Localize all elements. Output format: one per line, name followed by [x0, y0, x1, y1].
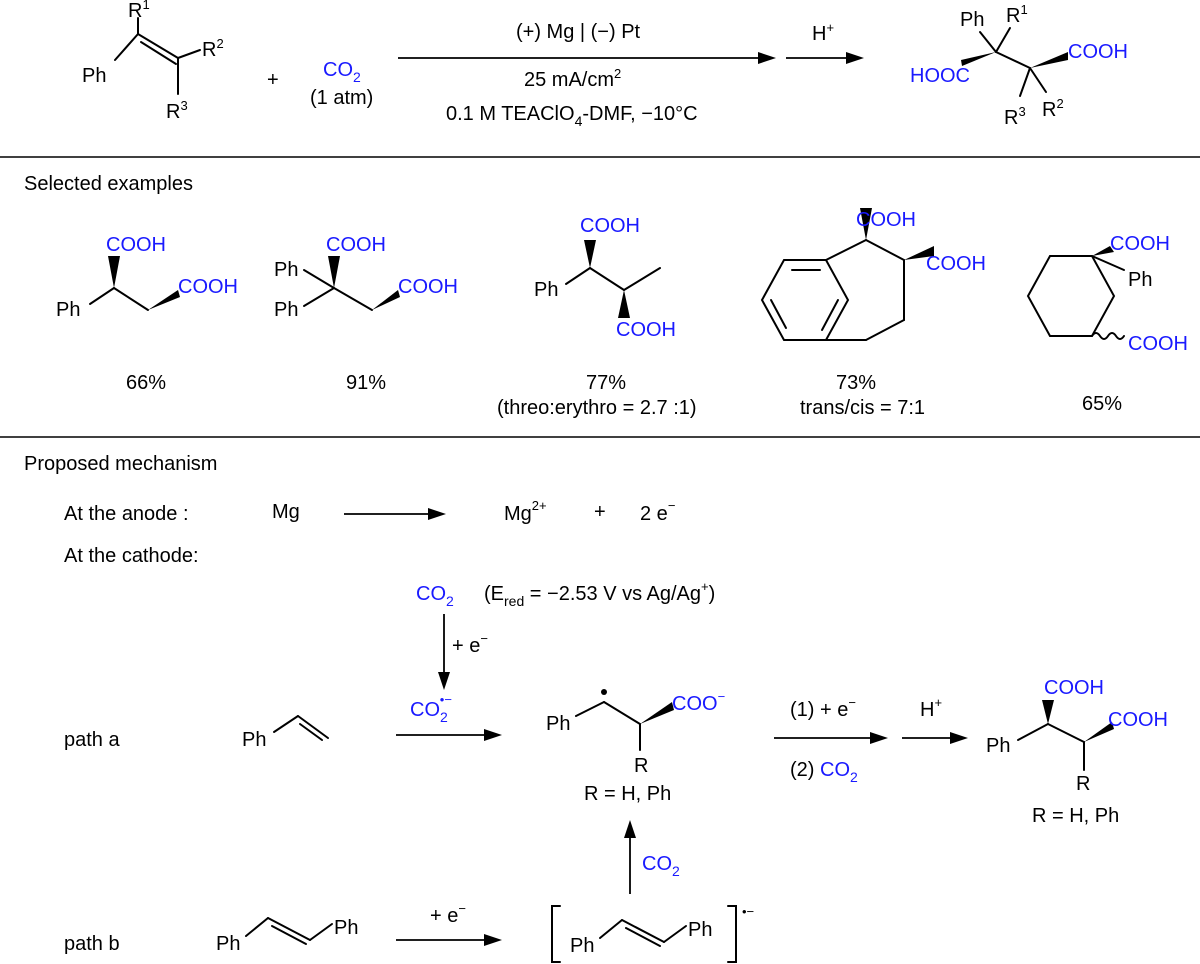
svg-text:COOH: COOH — [1110, 233, 1170, 255]
substrate-r2: R2 — [202, 36, 224, 61]
svg-text:Ph: Ph — [570, 935, 594, 957]
svg-text:Ph: Ph — [1128, 269, 1152, 291]
yield-1: 66% — [126, 372, 166, 394]
svg-text:R1: R1 — [1006, 2, 1028, 27]
svg-text:Ph: Ph — [274, 299, 298, 321]
svg-text:Ph: Ph — [242, 729, 266, 751]
co2-radical-anion: CO2•− — [410, 692, 452, 725]
final-product: COOH Ph COOH R R = H, Ph — [986, 677, 1168, 827]
svg-text:2 e−: 2 e− — [640, 498, 675, 525]
co2-reduction: CO2 (Ered = −2.53 V vs Ag/Ag+) + e− CO2•… — [410, 579, 715, 725]
yield-5: 65% — [1082, 393, 1122, 415]
svg-text:COOH: COOH — [616, 319, 676, 341]
svg-text:COOH: COOH — [398, 276, 458, 298]
plus-sign: + — [267, 69, 279, 91]
ratio-note-3: (threo:erythro = 2.7 :1) — [497, 397, 697, 419]
svg-text:COOH: COOH — [580, 215, 640, 237]
svg-text:Mg: Mg — [272, 501, 300, 523]
svg-text:Ph: Ph — [986, 735, 1010, 757]
co2-formula: CO2 — [323, 59, 361, 85]
svg-text:H+: H+ — [920, 695, 942, 721]
svg-text:Ph: Ph — [274, 259, 298, 281]
acid-workup-arrow: H+ — [786, 20, 864, 64]
svg-text:COOH: COOH — [106, 234, 166, 256]
ratio-note-4: trans/cis = 7:1 — [800, 397, 925, 419]
svg-text:Ph: Ph — [56, 299, 80, 321]
substrate-ph: Ph — [82, 65, 106, 87]
svg-text:COOH: COOH — [1108, 709, 1168, 731]
svg-text:CO2: CO2 — [642, 853, 680, 879]
svg-text:R: R — [1076, 773, 1090, 795]
arrow-acid-2: H+ — [902, 695, 968, 744]
svg-text:+ e−: + e− — [430, 901, 466, 927]
product-diacid: Ph R1 HOOC COOH R3 R2 — [910, 2, 1128, 129]
conditions-arrow: (+) Mg | (−) Pt 25 mA/cm2 0.1 M TEAClO4-… — [398, 21, 776, 129]
anode-equation: At the anode : Mg Mg2+ + 2 e− — [64, 498, 675, 525]
arrow-steps-1-2: (1) + e− (2) CO2 — [774, 695, 888, 785]
current-density: 25 mA/cm2 — [524, 66, 621, 91]
svg-text:•−: •− — [742, 904, 754, 919]
yield-4: 73% — [836, 372, 876, 394]
svg-text:+ e−: + e− — [452, 631, 488, 657]
svg-text:COOH: COOH — [1128, 333, 1188, 355]
svg-text:COOH: COOH — [926, 253, 986, 275]
svg-text:Ph: Ph — [960, 9, 984, 31]
stilbene-radical-anion: Ph Ph •− — [551, 904, 754, 963]
co2-pressure: (1 atm) — [310, 87, 373, 109]
example-5: COOH Ph COOH 65% — [1026, 233, 1188, 415]
svg-text:R3: R3 — [1004, 104, 1026, 129]
svg-text:At the anode :: At the anode : — [64, 503, 189, 525]
svg-text:CO2: CO2 — [416, 583, 454, 609]
r-definition-product: R = H, Ph — [1032, 805, 1119, 827]
examples-title: Selected examples — [24, 173, 193, 195]
substrate-r1: R1 — [128, 0, 150, 22]
svg-text:(1) + e−: (1) + e− — [790, 695, 856, 721]
r-definition-intermediate: R = H, Ph — [584, 783, 671, 805]
svg-text:COOH: COOH — [326, 234, 386, 256]
svg-text:(2) CO2: (2) CO2 — [790, 759, 858, 785]
svg-text:R2: R2 — [1042, 96, 1064, 121]
svg-text:Ph: Ph — [334, 917, 358, 939]
example-4: COOH COOH 73% trans/cis = 7:1 — [760, 208, 986, 419]
svg-text:COOH: COOH — [1044, 677, 1104, 699]
yield-2: 91% — [346, 372, 386, 394]
svg-text:Mg2+: Mg2+ — [504, 498, 547, 525]
svg-text:R: R — [634, 755, 648, 777]
svg-text:Ph: Ph — [534, 279, 558, 301]
acid-label: H+ — [812, 20, 834, 45]
arrow-path-b: + e− — [396, 901, 502, 946]
svg-text:Ph: Ph — [688, 919, 712, 941]
co2-reagent: CO2 (1 atm) — [310, 59, 373, 109]
example-1: COOH COOH Ph 66% — [56, 234, 238, 394]
co2-addition-up: CO2 — [624, 820, 680, 894]
substrate-alkene: Ph R1 R2 R3 — [82, 0, 224, 123]
cathode-label: At the cathode: — [64, 545, 199, 567]
svg-text:COOH: COOH — [1068, 41, 1128, 63]
svg-text:COO−: COO− — [672, 689, 725, 715]
svg-text:Ph: Ph — [216, 933, 240, 955]
stilbene: Ph Ph — [216, 917, 358, 955]
example-2: COOH COOH Ph Ph 91% — [274, 234, 458, 394]
reduction-potential: (Ered = −2.53 V vs Ag/Ag+) — [484, 579, 715, 609]
electrodes-label: (+) Mg | (−) Pt — [516, 21, 641, 43]
radical-intermediate: Ph COO− R R = H, Ph — [546, 689, 725, 805]
svg-text:HOOC: HOOC — [910, 65, 970, 87]
example-3: COOH Ph COOH 77% (threo:erythro = 2.7 :1… — [497, 215, 697, 419]
yield-3: 77% — [586, 372, 626, 394]
svg-text:+: + — [594, 501, 606, 523]
electrolyte-label: 0.1 M TEAClO4-DMF, −10°C — [446, 103, 698, 129]
svg-text:Ph: Ph — [546, 713, 570, 735]
substrate-r3: R3 — [166, 98, 188, 123]
styrene: Ph — [242, 715, 329, 751]
path-a-label: path a — [64, 729, 120, 751]
mechanism-title: Proposed mechanism — [24, 453, 217, 475]
svg-text:COOH: COOH — [178, 276, 238, 298]
path-b-label: path b — [64, 933, 120, 955]
svg-text:COOH: COOH — [856, 209, 916, 231]
